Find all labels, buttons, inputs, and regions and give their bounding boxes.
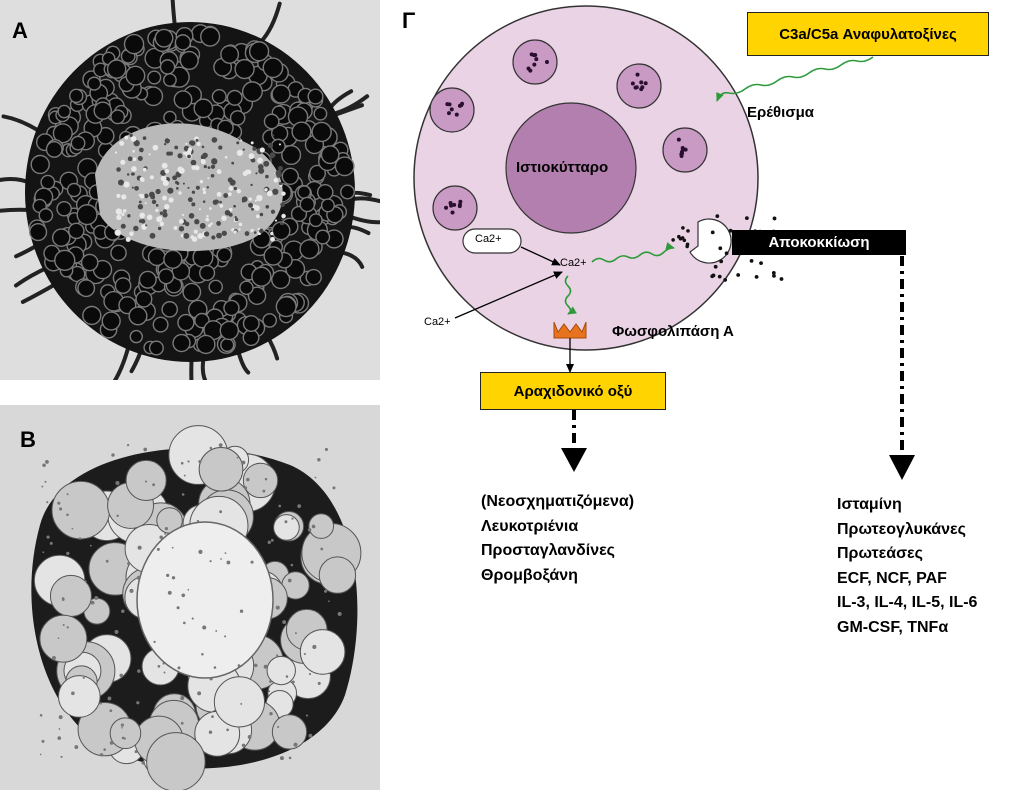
micrograph-a-image [0, 0, 380, 380]
stimulus-wavy-arrow [716, 56, 874, 102]
panel-label-b: B [20, 427, 36, 452]
degranulation-arrowhead [889, 455, 915, 480]
panel-label-a: A [12, 18, 28, 43]
calcium-capsule [462, 228, 522, 254]
list-item: Πρωτεάσες [837, 545, 923, 562]
micrograph-b: B [0, 405, 380, 790]
panel-label-c: Γ [402, 8, 416, 33]
list-item: ECF, NCF, PAF [837, 569, 947, 587]
arachidonic-box: Αραχιδονικό οξύ [480, 372, 666, 410]
list-item: Θρομβοξάνη [481, 566, 578, 584]
micrograph-a: A [0, 0, 380, 380]
granules [429, 39, 708, 231]
list-item: Πρωτεογλυκάνες [837, 520, 966, 538]
calcium-to-vesicle-arrow [591, 242, 675, 263]
diagram-graphics [413, 5, 915, 480]
vesicle-granule-dots [671, 226, 690, 249]
preformed-mediators-list: Ισταμίνη Πρωτεογλυκάνες Πρωτεάσες ECF, N… [837, 493, 977, 640]
list-item: IL-3, IL-4, IL-5, IL-6 [837, 594, 978, 611]
list-item: Προσταγλανδίνες [481, 542, 615, 559]
external-calcium-arrow [454, 271, 563, 319]
degranulation-box: Αποκοκκίωση [732, 230, 906, 255]
phospholipase-label: Φωσφολιπάση Α [612, 323, 734, 340]
capsule-to-calcium-arrow [520, 246, 561, 266]
granule [616, 63, 662, 109]
granule [432, 185, 478, 231]
list-item: Ισταμίνη [837, 496, 902, 513]
anaphylatoxins-box: C3a/C5a Αναφυλατοξίνες [747, 12, 989, 56]
calcium-to-phospholipase-arrow [564, 275, 577, 315]
list-item: GM-CSF, TNFα [837, 618, 949, 636]
arachidonic-arrowhead [561, 448, 587, 472]
list-item: Λευκοτριένια [481, 517, 579, 535]
nucleus-label: Ιστιοκύτταρο [516, 159, 609, 176]
stimulus-label: Ερέθισμα [747, 104, 814, 121]
micrograph-b-image [0, 405, 380, 790]
list-item: (Νεοσχηματιζόμενα) [481, 493, 635, 510]
calcium-internal-label: Ca2+ [560, 257, 587, 269]
granule [512, 39, 558, 85]
calcium-external-label: Ca2+ [424, 316, 451, 328]
calcium-capsule-label: Ca2+ [475, 233, 502, 245]
newly-formed-mediators-list: (Νεοσχηματιζόμενα) Λευκοτριένια Προσταγλ… [481, 490, 634, 588]
cell-nucleus [505, 102, 637, 234]
open-vesicle [689, 218, 732, 264]
mast-cell-diagram: Γ Ιστιοκύτταρο Ca2+ Ca2+ Ca2+ C3a/C5a Αν… [380, 0, 1024, 790]
